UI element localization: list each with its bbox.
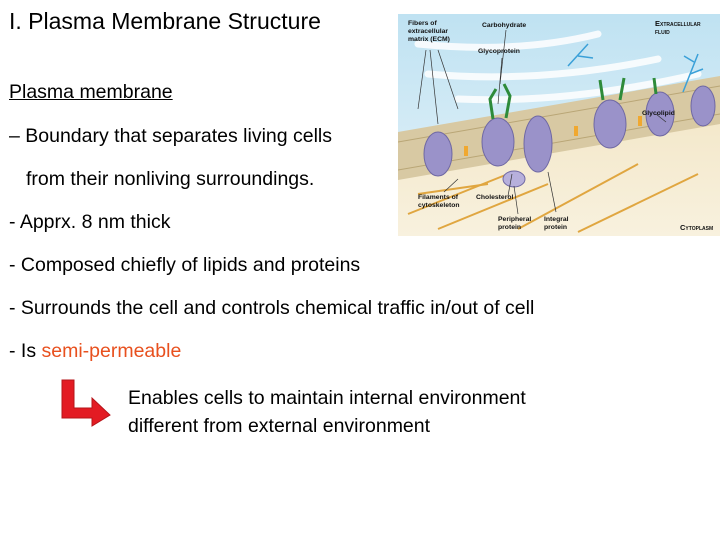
bullet-traffic: - Surrounds the cell and controls chemic… (9, 297, 535, 319)
bullet-thickness: - Apprx. 8 nm thick (9, 211, 171, 233)
membrane-illustration (398, 14, 720, 236)
bullet-semi-permeable: - Is semi-permeable (9, 339, 181, 363)
semi-permeable-highlight: semi-permeable (41, 340, 182, 362)
carbohydrate-chains (488, 77, 658, 120)
bullet-boundary-continued: from their nonliving surroundings. (26, 168, 315, 190)
label-glycolipid: Glycolipid (642, 110, 675, 117)
label-peripheral-protein: Peripheral protein (498, 216, 532, 231)
heading-plasma-membrane: Plasma membrane (9, 81, 173, 103)
glycolipid-chains (567, 43, 704, 93)
cholesterol-molecules (464, 116, 642, 156)
label-carbohydrate: Carbohydrate (482, 22, 527, 29)
label-ecm: Fibers of extracellular matrix (ECM) (408, 20, 450, 43)
bent-arrow-icon (61, 379, 111, 427)
label-extracellular-fluid: Extracellular fluid (655, 19, 701, 36)
label-cholesterol: Cholesterol (476, 194, 514, 201)
bullet-composition: - Composed chiefly of lipids and protein… (9, 254, 361, 276)
integral-proteins (423, 85, 716, 177)
label-cytoskeleton: Filaments of cytoskeleton (418, 194, 460, 209)
result-text: Enables cells to maintain internal envir… (128, 384, 526, 440)
label-pointers (417, 29, 667, 215)
bullet-prefix: - Is (9, 340, 42, 362)
result-line-1: Enables cells to maintain internal envir… (128, 387, 526, 409)
slide-title: I. Plasma Membrane Structure (9, 8, 321, 34)
peripheral-protein (502, 170, 526, 188)
result-line-2: different from external environment (128, 415, 431, 437)
lipid-bilayer (398, 76, 720, 180)
label-cytoplasm: Cytoplasm (680, 223, 714, 232)
label-glycoprotein: Glycoprotein (478, 48, 520, 55)
label-integral-protein: Integral protein (544, 216, 569, 231)
membrane-diagram: Fibers of extracellular matrix (ECM) Car… (398, 14, 720, 236)
ecm-fibers (414, 30, 702, 104)
bullet-boundary: – Boundary that separates living cells (9, 125, 333, 147)
cytoskeleton-filaments (407, 163, 699, 233)
